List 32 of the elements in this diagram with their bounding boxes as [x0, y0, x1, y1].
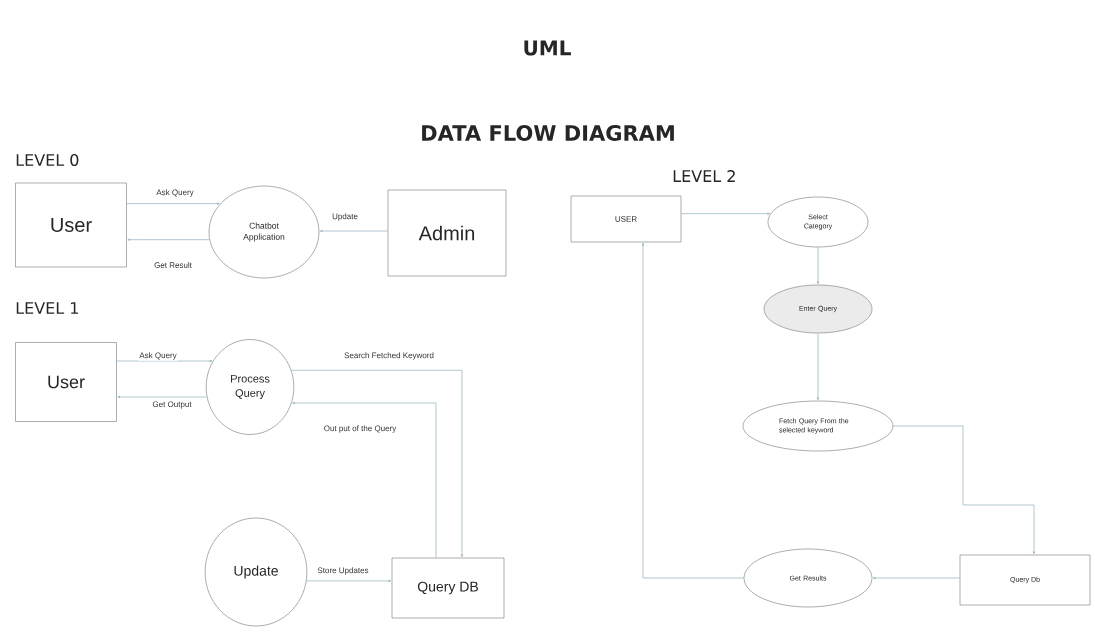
entity-box: User: [15, 342, 117, 422]
entity-box: USER: [570, 195, 682, 243]
edge-label: Ask Query: [155, 188, 195, 198]
arrow: [306, 579, 392, 582]
edge-label: Get Result: [153, 261, 193, 269]
arrow: [873, 576, 960, 580]
arrow: [126, 202, 220, 205]
arrow: [816, 247, 820, 285]
edge-label: Out put of the Query: [322, 424, 398, 434]
entity-box: Admin: [387, 189, 507, 277]
arrow: [292, 401, 437, 558]
edge-label: Search Fetched Keyword: [343, 351, 435, 361]
level-label: LEVEL 1: [16, 302, 78, 314]
arrow: [117, 395, 208, 399]
arrow: [641, 243, 744, 579]
title: UML: [524, 40, 571, 56]
edge-label: Update: [331, 212, 359, 222]
entity-box: User: [15, 182, 127, 268]
entity-box: Query DB: [391, 557, 505, 619]
edge-label: Get Output: [151, 400, 193, 410]
level-label: LEVEL 0: [16, 153, 79, 167]
level-label: LEVEL 2: [673, 170, 735, 182]
arrow: [116, 359, 213, 363]
arrow: [816, 333, 820, 401]
arrow: [681, 212, 770, 215]
edge-label: Ask Query: [138, 351, 178, 361]
arrow: [291, 369, 464, 558]
arrow: [319, 229, 388, 233]
arrow: [893, 425, 1036, 555]
arrow: [127, 238, 210, 241]
heading: DATA FLOW DIAGRAM: [422, 125, 674, 141]
edge-label: Store Updates: [316, 566, 370, 576]
